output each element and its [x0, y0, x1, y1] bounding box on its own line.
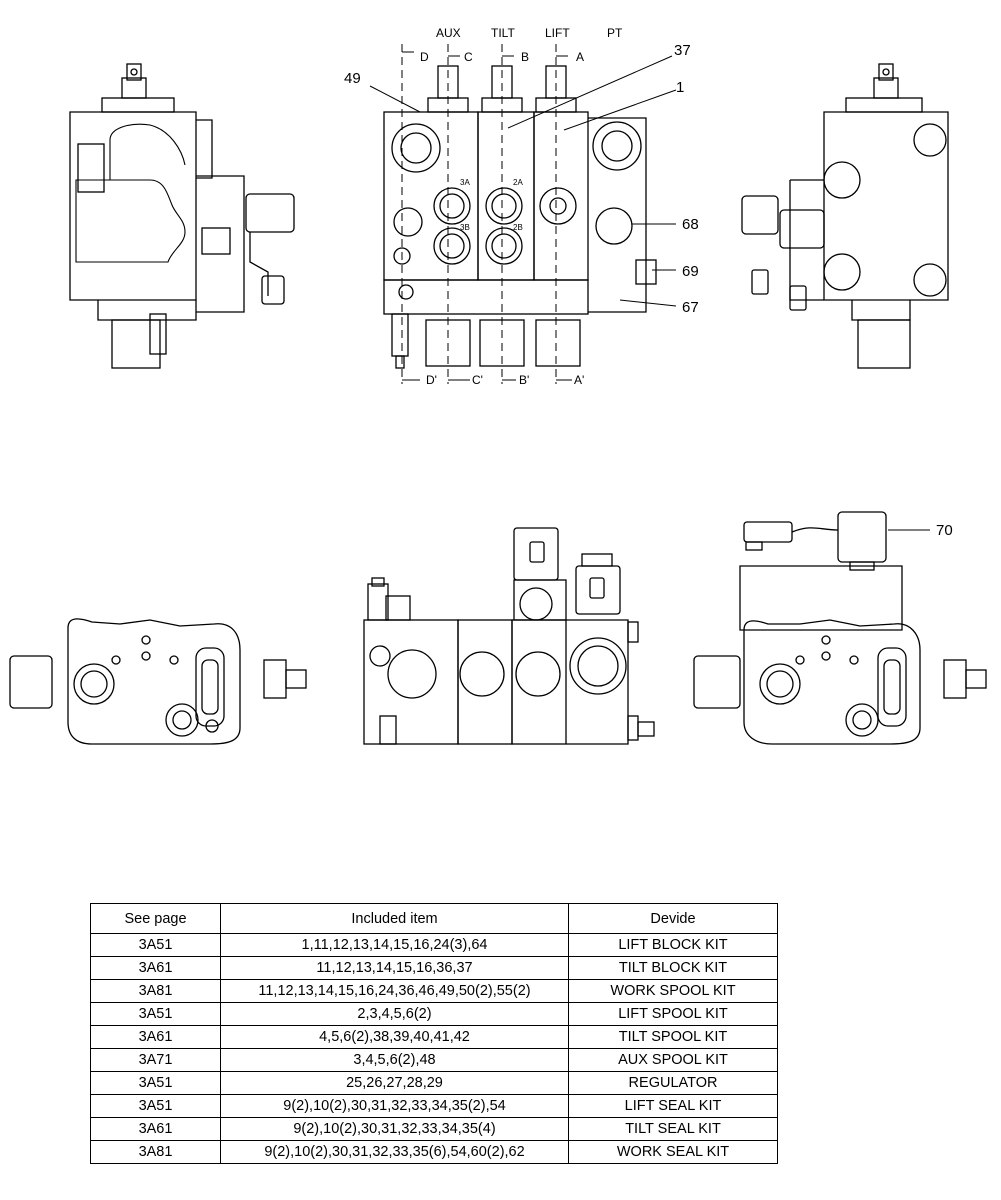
cell-page: 3A51	[90, 1002, 221, 1026]
callout-1: 1	[676, 79, 684, 96]
callout-70: 70	[936, 522, 953, 539]
cell-devide: REGULATOR	[568, 1071, 778, 1095]
cell-items: 3,4,5,6(2),48	[220, 1048, 569, 1072]
port-mark-2b: 2B	[513, 223, 523, 232]
cell-devide: LIFT SEAL KIT	[568, 1094, 778, 1118]
port-mark-3a: 3A	[460, 178, 470, 187]
right-end-view	[693, 511, 987, 745]
cell-items: 9(2),10(2),30,31,32,33,34,35(2),54	[220, 1094, 569, 1118]
cell-devide: LIFT BLOCK KIT	[568, 933, 778, 957]
cell-items: 4,5,6(2),38,39,40,41,42	[220, 1025, 569, 1049]
port-label-aux: AUX	[436, 26, 461, 40]
callout-37: 37	[674, 42, 691, 59]
header-included-item: Included item	[220, 903, 569, 934]
port-mark-2a: 2A	[513, 178, 523, 187]
header-devide: Devide	[568, 903, 778, 934]
cell-devide: WORK SPOOL KIT	[568, 979, 778, 1003]
left-end-view	[9, 618, 307, 745]
cell-page: 3A81	[90, 1140, 221, 1164]
port-label-tilt: TILT	[491, 26, 515, 40]
section-label-d: D	[420, 50, 429, 64]
cell-items: 11,12,13,14,15,16,36,37	[220, 956, 569, 980]
cell-page: 3A51	[90, 1071, 221, 1095]
callout-69: 69	[682, 263, 699, 280]
port-label-pt: PT	[607, 26, 623, 40]
cell-items: 9(2),10(2),30,31,32,33,35(6),54,60(2),62	[220, 1140, 569, 1164]
valve-assembly-drawing: AUX TILT LIFT PT D C B A D' C' B' A' 3A …	[9, 26, 987, 745]
cell-devide: TILT BLOCK KIT	[568, 956, 778, 980]
cell-page: 3A61	[90, 1025, 221, 1049]
left-side-view	[69, 63, 295, 369]
section-label-a: A	[576, 50, 584, 64]
cell-devide: AUX SPOOL KIT	[568, 1048, 778, 1072]
top-view	[363, 527, 655, 745]
section-label-d-prime: D'	[426, 373, 437, 387]
callout-67: 67	[682, 299, 699, 316]
section-label-c: C	[464, 50, 473, 64]
cell-page: 3A81	[90, 979, 221, 1003]
cell-page: 3A71	[90, 1048, 221, 1072]
right-side-view	[741, 63, 949, 369]
cell-page: 3A61	[90, 1117, 221, 1141]
section-label-c-prime: C'	[472, 373, 483, 387]
front-view	[369, 44, 677, 384]
cell-page: 3A51	[90, 1094, 221, 1118]
cell-devide: TILT SEAL KIT	[568, 1117, 778, 1141]
port-label-lift: LIFT	[545, 26, 570, 40]
port-mark-3b: 3B	[460, 223, 470, 232]
section-label-a-prime: A'	[574, 373, 584, 387]
table-header-row: See page Included item Devide	[90, 903, 778, 934]
cell-devide: WORK SEAL KIT	[568, 1140, 778, 1164]
cell-devide: TILT SPOOL KIT	[568, 1025, 778, 1049]
cell-items: 9(2),10(2),30,31,32,33,34,35(4)	[220, 1117, 569, 1141]
callout-68: 68	[682, 216, 699, 233]
cell-items: 11,12,13,14,15,16,24,36,46,49,50(2),55(2…	[220, 979, 569, 1003]
section-label-b-prime: B'	[519, 373, 529, 387]
cell-items: 1,11,12,13,14,15,16,24(3),64	[220, 933, 569, 957]
section-label-b: B	[521, 50, 529, 64]
cell-items: 25,26,27,28,29	[220, 1071, 569, 1095]
cell-page: 3A61	[90, 956, 221, 980]
header-see-page: See page	[90, 903, 221, 934]
callout-49: 49	[344, 70, 361, 87]
cell-items: 2,3,4,5,6(2)	[220, 1002, 569, 1026]
cell-devide: LIFT SPOOL KIT	[568, 1002, 778, 1026]
cell-page: 3A51	[90, 933, 221, 957]
